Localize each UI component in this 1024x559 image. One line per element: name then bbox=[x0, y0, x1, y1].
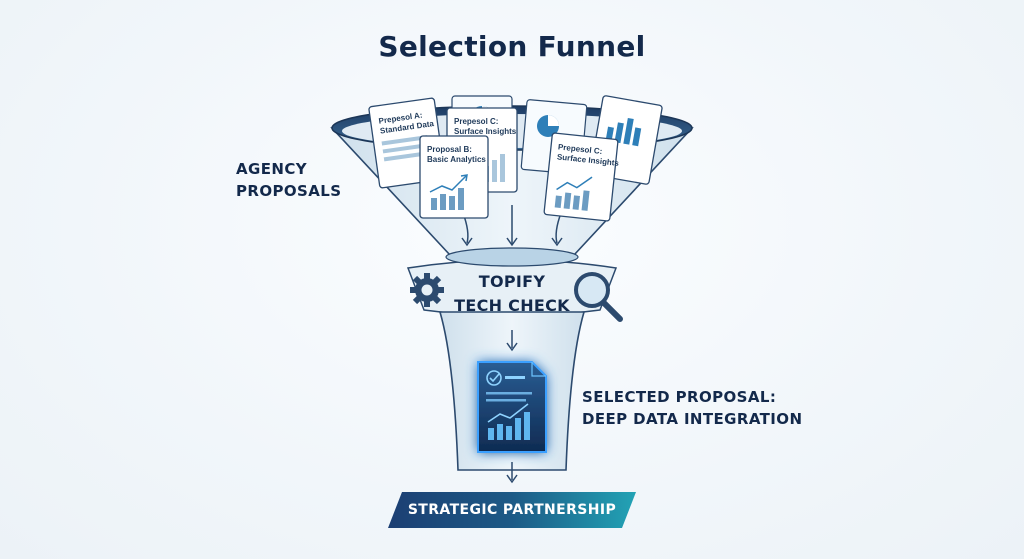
selected-proposal-label-line2: DEEP DATA INTEGRATION bbox=[582, 410, 803, 428]
agency-proposals-label: AGENCY PROPOSALS bbox=[236, 158, 341, 202]
arrow-down-icon bbox=[506, 462, 518, 484]
arrow-down-icon bbox=[506, 330, 518, 352]
svg-text:Basic Analytics: Basic Analytics bbox=[427, 155, 486, 164]
selected-proposal-label-line1: SELECTED PROPOSAL: bbox=[582, 388, 777, 406]
checkmark-icon bbox=[486, 370, 502, 386]
svg-text:Prepesol C:: Prepesol C: bbox=[454, 117, 498, 126]
selected-proposal-label: SELECTED PROPOSAL: DEEP DATA INTEGRATION bbox=[582, 386, 802, 430]
diagram-title: Selection Funnel bbox=[378, 30, 646, 63]
proposal-doc-b: Proposal B: Basic Analytics bbox=[419, 135, 489, 219]
agency-proposals-label-line2: PROPOSALS bbox=[236, 182, 342, 200]
arrow-down-icon bbox=[461, 205, 563, 247]
strategic-partnership-banner: STRATEGIC PARTNERSHIP bbox=[388, 492, 636, 528]
tech-check-label-line2: TECH CHECK bbox=[454, 296, 570, 315]
agency-proposals-label-line1: AGENCY bbox=[236, 160, 307, 178]
funnel-neck-ellipse bbox=[445, 247, 579, 267]
strategic-partnership-label: STRATEGIC PARTNERSHIP bbox=[407, 502, 617, 518]
svg-text:Proposal B:: Proposal B: bbox=[427, 145, 472, 154]
tech-check-label: TOPIFY TECH CHECK bbox=[412, 270, 612, 318]
gear-icon bbox=[410, 273, 444, 307]
proposal-doc-c-right: Prepesol C: Surface Insights bbox=[543, 132, 620, 222]
selected-proposal-content bbox=[486, 362, 546, 440]
tech-check-label-line1: TOPIFY bbox=[478, 272, 546, 291]
svg-text:Surface Insights: Surface Insights bbox=[454, 127, 517, 136]
magnifier-icon bbox=[574, 272, 623, 322]
